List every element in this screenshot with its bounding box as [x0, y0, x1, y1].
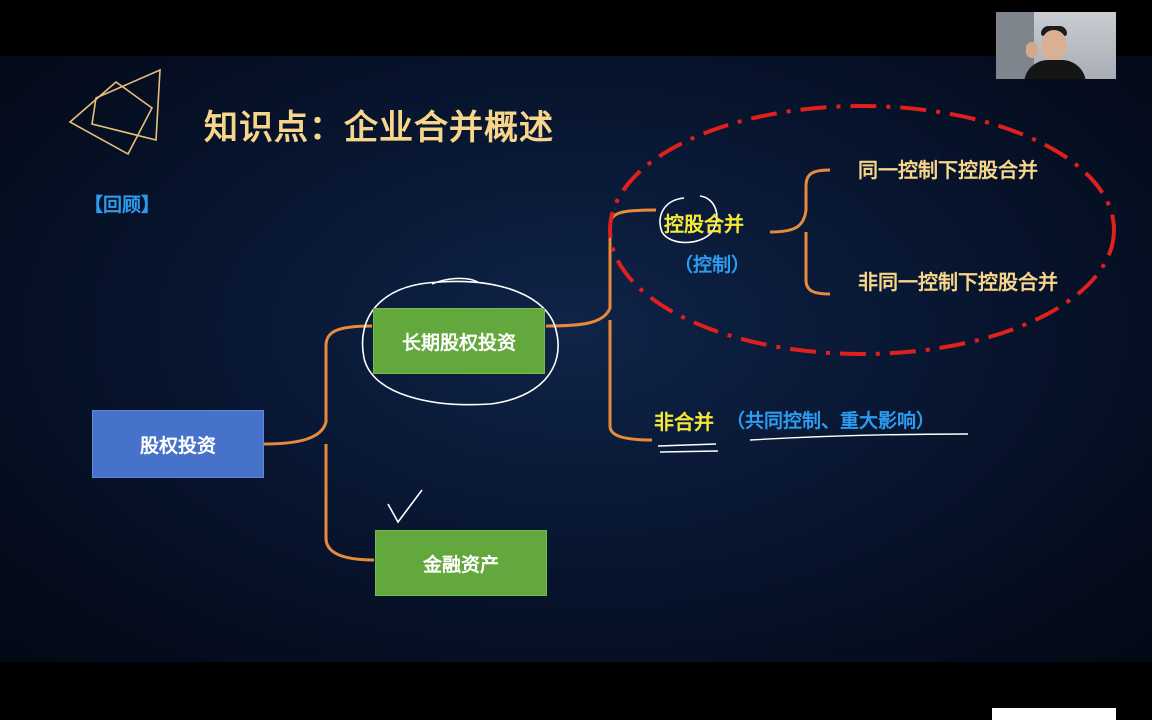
label-non-merger-note: （共同控制、重大影响）	[726, 410, 936, 432]
node-long-term-investment-label: 长期股权投资	[401, 331, 516, 354]
label-non-merger: 非合并	[654, 410, 714, 434]
pen-ellipse-annotation	[361, 280, 559, 406]
bracket-holding	[769, 168, 831, 296]
slide-canvas	[0, 56, 1152, 662]
red-circle-annotation	[608, 104, 1116, 356]
webcam-video-thumbnail	[996, 12, 1116, 79]
pen-circle-annotation	[659, 195, 718, 244]
slide-title: 知识点：企业合并概述	[204, 108, 554, 148]
bracket-root	[263, 324, 375, 562]
pen-stroke-annotation	[431, 277, 479, 285]
label-holding-merger: 控股合并	[664, 212, 744, 236]
underline-note	[749, 433, 969, 441]
bracket-ltei	[545, 208, 657, 442]
node-financial-assets-label: 金融资产	[422, 553, 499, 576]
node-long-term-investment: 长期股权投资	[373, 308, 545, 374]
underline-non-merge	[657, 443, 719, 453]
node-financial-assets: 金融资产	[375, 530, 547, 596]
checkmark-icon	[387, 489, 423, 524]
node-equity-investment: 股权投资	[92, 410, 264, 478]
player-control-widget[interactable]	[992, 708, 1116, 720]
label-same-control: 同一控制下控股合并	[858, 158, 1038, 182]
label-non-same-control: 非同一控制下控股合并	[858, 270, 1058, 294]
node-equity-investment-label: 股权投资	[139, 434, 216, 457]
geometric-logo-icon	[68, 68, 161, 156]
review-tag: 【回顾】	[84, 194, 161, 216]
label-holding-note: （控制）	[674, 254, 751, 276]
